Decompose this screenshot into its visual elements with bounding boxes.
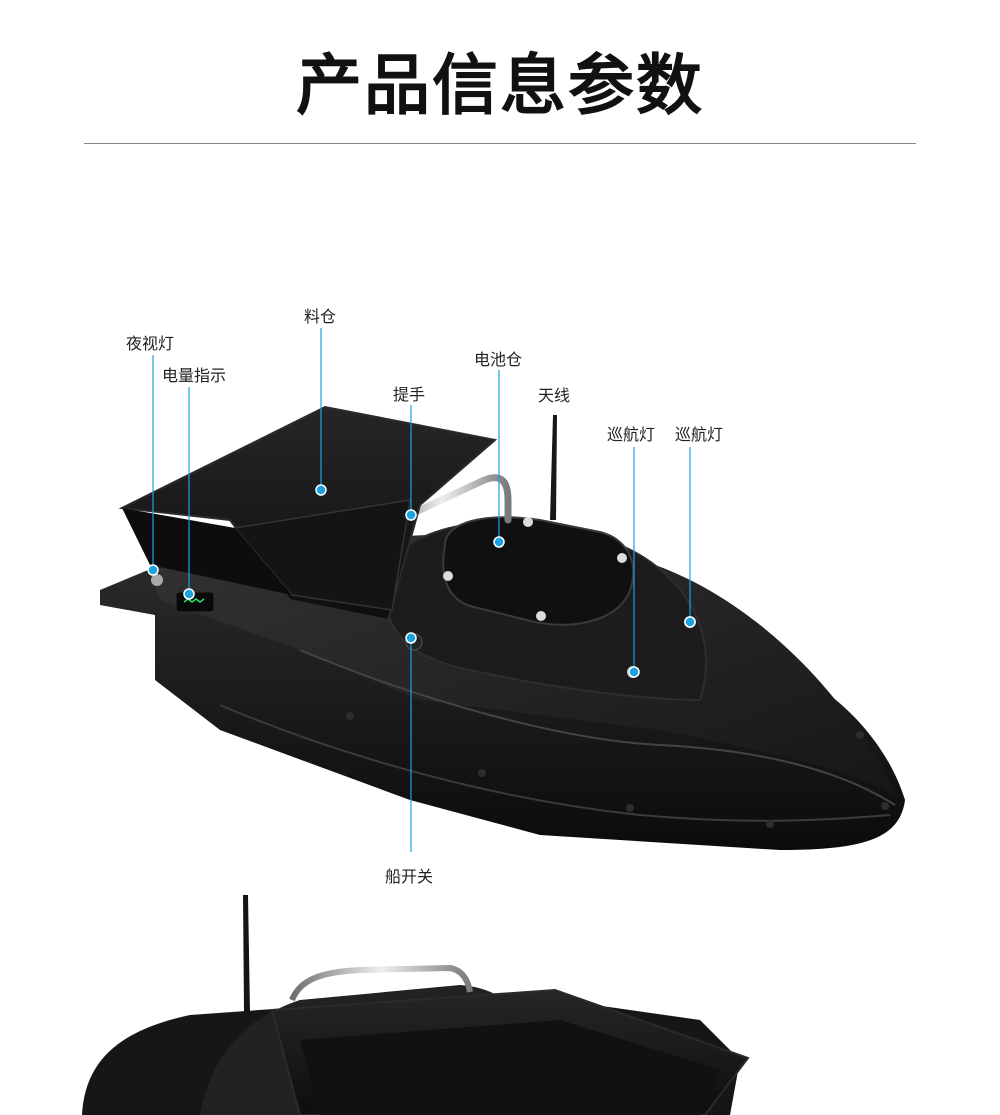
callout-lines xyxy=(147,328,696,852)
boat-secondary xyxy=(82,895,750,1115)
label-cruise-light-2: 巡航灯 xyxy=(675,425,724,444)
label-battery-compartment: 电池仓 xyxy=(474,350,523,369)
antenna xyxy=(550,415,557,520)
label-battery-indicator: 电量指示 xyxy=(162,366,227,385)
antenna-2 xyxy=(243,895,250,1012)
label-boat-switch: 船开关 xyxy=(385,867,434,886)
battery-cover xyxy=(442,516,635,626)
label-handle: 提手 xyxy=(393,385,426,404)
label-cruise-light-1: 巡航灯 xyxy=(607,425,656,444)
label-night-light: 夜视灯 xyxy=(126,334,175,353)
page-title: 产品信息参数 xyxy=(296,47,704,124)
label-antenna: 天线 xyxy=(538,386,571,405)
title-divider xyxy=(84,143,916,144)
boat-main xyxy=(100,405,905,850)
label-bait-hopper: 料仓 xyxy=(304,307,337,326)
